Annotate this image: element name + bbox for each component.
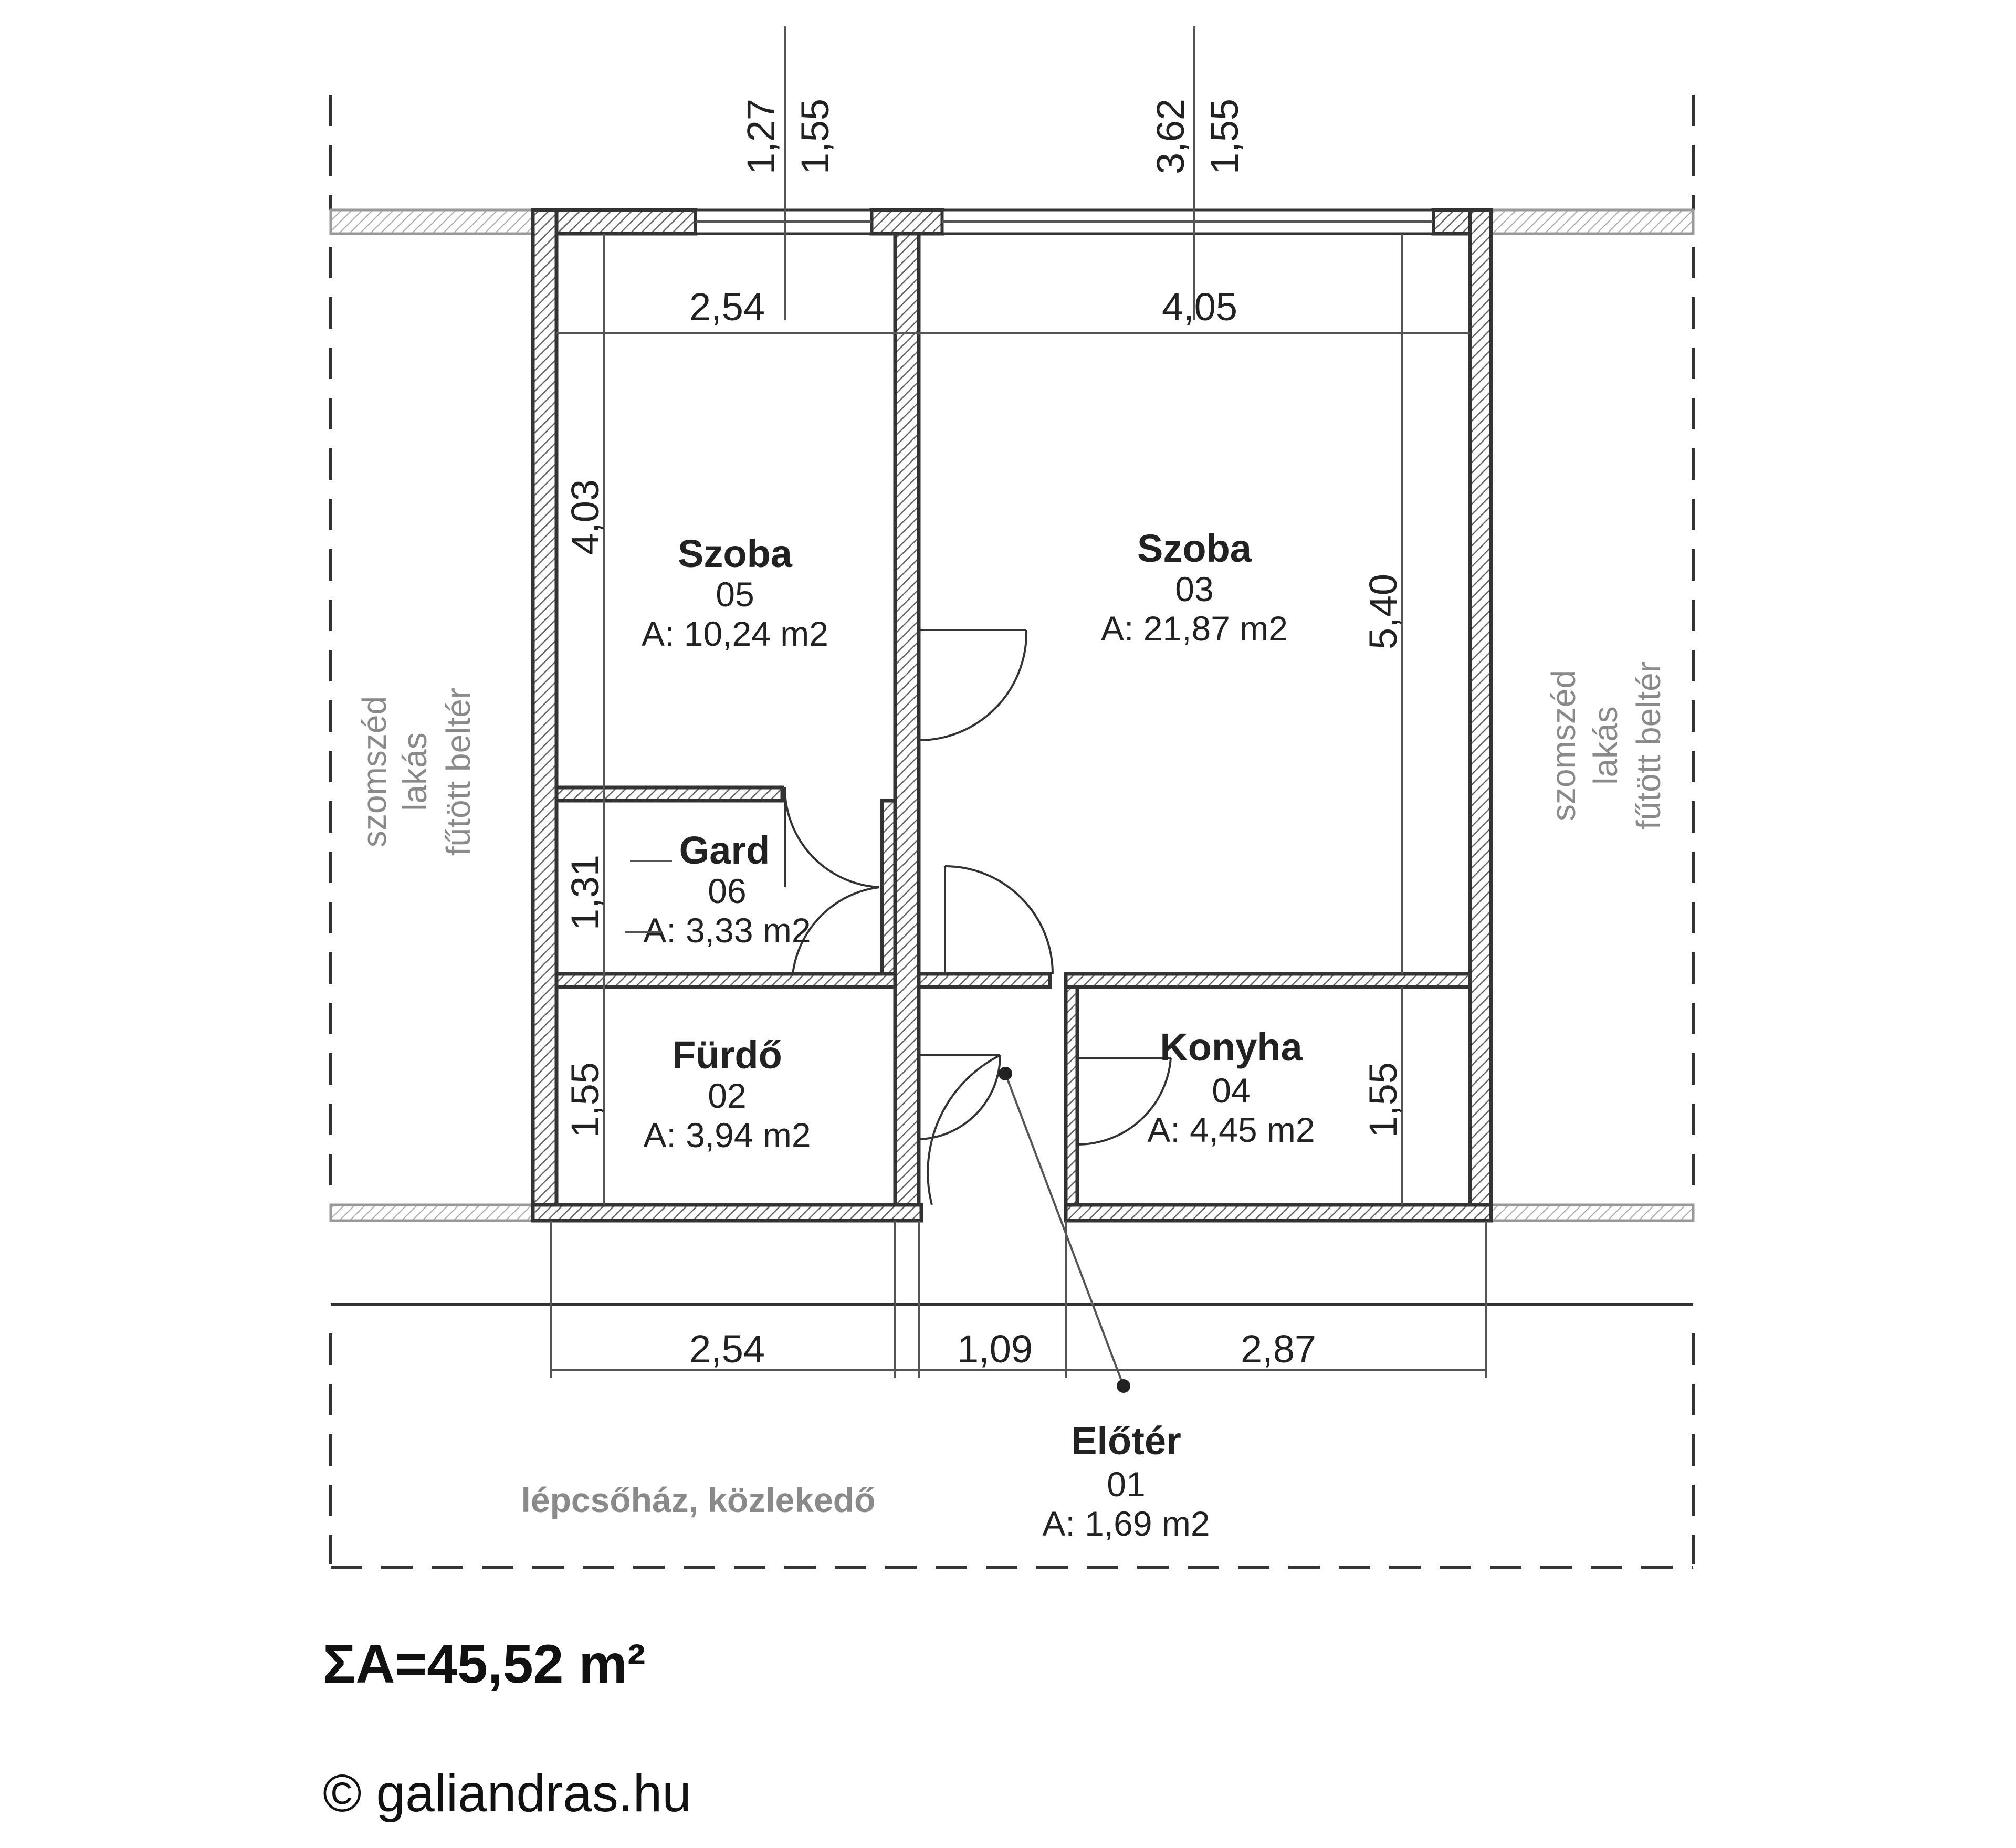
room-furdo-02: Fürdő 02 A: 3,94 m2	[643, 1033, 811, 1154]
window-left	[694, 208, 873, 235]
room-number: 01	[1107, 1465, 1145, 1504]
dim-window-left-sill: 1,27	[739, 99, 783, 174]
dim-gard-depth: 1,31	[563, 855, 607, 930]
room-eloter-01: Előtér 01 A: 1,69 m2	[1042, 1419, 1210, 1543]
room-area: A: 3,94 m2	[643, 1116, 811, 1154]
room-konyha-04: Konyha 04 A: 4,45 m2	[1147, 1025, 1315, 1149]
neighbor-bottom-label: lépcsőház, közlekedő	[521, 1480, 876, 1519]
dim-right-room-depth: 5,40	[1361, 574, 1405, 649]
room-number: 03	[1175, 570, 1213, 608]
dim-kitchen-depth: 1,55	[1361, 1062, 1405, 1138]
room-name: Szoba	[1137, 527, 1252, 570]
room-number: 05	[716, 575, 754, 614]
neighbor-right-line-2: lakás	[1587, 706, 1624, 784]
room-gard-06: Gard 06 A: 3,33 m2	[625, 828, 811, 950]
dim-top-right-width: 4,05	[1162, 285, 1237, 329]
room-szoba-03: Szoba 03 A: 21,87 m2	[1101, 527, 1288, 648]
room-name: Konyha	[1160, 1025, 1303, 1069]
room-name: Fürdő	[672, 1033, 782, 1077]
room-area: A: 21,87 m2	[1101, 609, 1288, 648]
dim-bottom-left-width: 2,54	[689, 1327, 765, 1371]
dim-window-left-height: 1,55	[793, 99, 837, 174]
dim-bottom-right-width: 2,87	[1241, 1327, 1316, 1371]
window-right	[941, 208, 1435, 235]
neighbor-right-line-1: szomszéd	[1545, 670, 1582, 821]
neighbor-left-line-3: fűtött beltér	[439, 688, 477, 856]
room-area: A: 3,33 m2	[643, 911, 811, 950]
total-area: ΣA=45,52 m²	[323, 1634, 646, 1695]
dim-window-right-height: 1,55	[1203, 99, 1246, 174]
dim-window-right-sill: 3,62	[1149, 99, 1192, 174]
room-name: Szoba	[678, 532, 793, 575]
dim-bottom-middle-width: 1,09	[957, 1327, 1033, 1371]
room-area: A: 4,45 m2	[1147, 1110, 1315, 1149]
neighbor-left-line-1: szomszéd	[355, 696, 393, 847]
room-szoba-05: Szoba 05 A: 10,24 m2	[642, 532, 828, 653]
dimension-lines	[550, 26, 1487, 1393]
room-area: A: 1,69 m2	[1042, 1504, 1210, 1543]
room-number: 02	[708, 1076, 746, 1115]
room-number: 04	[1212, 1071, 1250, 1110]
neighbor-left-line-2: lakás	[396, 732, 434, 811]
room-area: A: 10,24 m2	[642, 614, 828, 653]
copyright: © galiandras.hu	[323, 1764, 691, 1823]
neighbor-right-line-3: fűtött beltér	[1630, 662, 1667, 830]
neighbor-left-label: szomszéd lakás fűtött beltér	[355, 688, 477, 856]
dim-left-room-depth: 4,03	[563, 479, 607, 555]
dim-bath-depth: 1,55	[563, 1062, 607, 1138]
room-number: 06	[708, 872, 746, 910]
doors	[783, 629, 1172, 1205]
walls	[531, 208, 1493, 1223]
room-name: Előtér	[1071, 1419, 1181, 1463]
neighbor-right-label: szomszéd lakás fűtött beltér	[1545, 662, 1667, 830]
dim-top-left-width: 2,54	[689, 285, 765, 329]
boundary-dashed	[329, 94, 1695, 1569]
room-name: Gard	[679, 828, 770, 872]
